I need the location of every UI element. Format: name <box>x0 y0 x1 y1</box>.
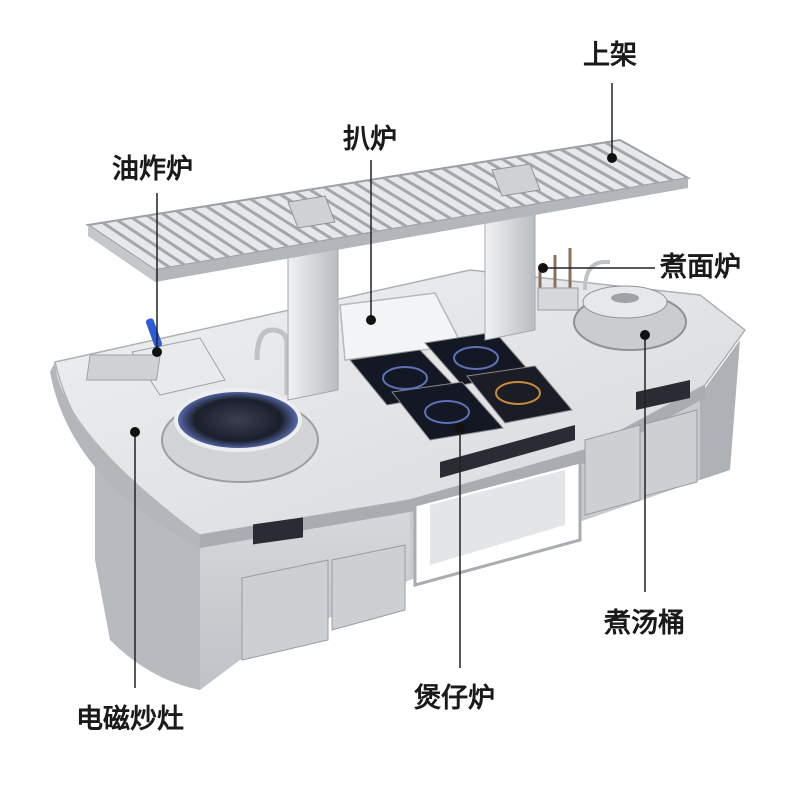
rack-slat <box>412 171 482 216</box>
rack-slat <box>338 183 408 228</box>
label-rack: 上架 <box>583 40 637 71</box>
rack-slat <box>234 200 304 246</box>
rack-slat <box>353 181 423 226</box>
rack-slat <box>456 164 526 208</box>
label-fryer: 油炸炉 <box>112 154 193 185</box>
label-induction-wok: 电磁炒灶 <box>76 704 184 735</box>
rack-slat <box>530 152 600 195</box>
rack-slat <box>382 176 452 221</box>
overhead-rack <box>85 138 691 282</box>
fryer-basket-handle <box>145 318 163 348</box>
faucet-left <box>254 327 290 395</box>
rack-slat <box>560 148 630 190</box>
label-noodle-cooker: 煮面炉 <box>660 252 741 283</box>
rack-slat <box>441 167 512 210</box>
rack-slat <box>427 169 497 213</box>
rack-slat <box>146 214 216 262</box>
rack-pillars <box>287 199 536 401</box>
soup-bucket <box>573 285 687 351</box>
rack-slat <box>604 141 674 182</box>
rack-slat <box>116 219 186 267</box>
rack-slat <box>205 204 275 251</box>
rack-slat <box>161 211 230 259</box>
cabinet-doors <box>241 409 698 661</box>
rack-slat <box>545 150 615 193</box>
rack-slat <box>101 221 171 269</box>
rack-slat <box>220 202 290 249</box>
label-claypot-stove: 煲仔炉 <box>414 683 495 714</box>
rack-slat <box>589 143 660 185</box>
rack-slat <box>323 185 393 231</box>
rack-slat <box>367 178 438 223</box>
induction-wok <box>161 388 319 483</box>
rack-slat <box>131 216 201 264</box>
rack-slat <box>249 197 319 244</box>
control-panels <box>253 380 690 545</box>
label-soup-bucket: 煮汤桶 <box>604 608 685 639</box>
rack-slat <box>574 145 645 187</box>
rack-slat <box>397 174 467 218</box>
rack-slat <box>190 207 260 254</box>
leader-lines <box>134 83 655 688</box>
claypot-stove <box>349 331 573 441</box>
rack-slat <box>515 155 586 198</box>
rack-slat <box>175 209 245 256</box>
center-open-shelf <box>413 460 582 587</box>
label-grill: 扒炉 <box>343 124 397 155</box>
leader-dots <box>130 153 650 437</box>
